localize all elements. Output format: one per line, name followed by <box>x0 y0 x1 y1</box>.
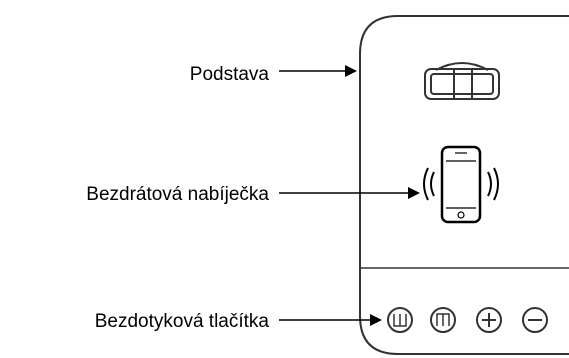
label-base: Podstava <box>189 64 269 85</box>
w-button-icon[interactable] <box>387 307 413 333</box>
m-button-icon[interactable] <box>430 307 456 333</box>
label-touch-buttons: Bezdotyková tlačítka <box>94 311 269 332</box>
arrow-touch-buttons <box>279 314 382 326</box>
phone-charging-icon <box>423 145 499 224</box>
arrow-charger <box>279 187 420 199</box>
base-icon <box>424 62 500 100</box>
device-body-outline <box>359 15 569 355</box>
label-wireless-charger: Bezdrátová nabíječka <box>86 184 269 205</box>
arrow-base <box>279 65 357 77</box>
plus-icon[interactable] <box>476 307 502 333</box>
minus-icon[interactable] <box>522 307 548 333</box>
